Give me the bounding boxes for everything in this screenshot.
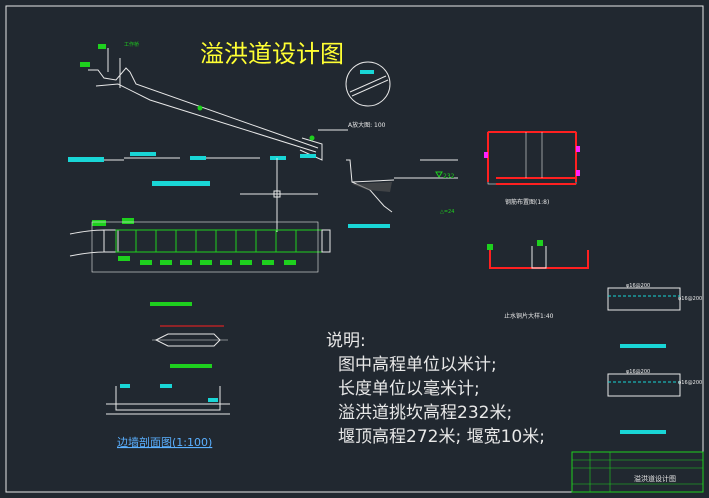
- spillway-plan-view: [69, 218, 331, 273]
- edge-wall-section: [106, 384, 230, 415]
- note-line-3: 溢洪道挑坎高程232米;: [338, 403, 512, 423]
- rebar-magenta-marks: [484, 146, 580, 176]
- outlet-section: 232 △=24: [346, 159, 458, 228]
- rebar-red-lines: [487, 131, 577, 185]
- profile-elevation-row: [68, 152, 316, 186]
- edge-wall-tag-1: [120, 384, 130, 388]
- plan-green-blocks: [92, 218, 296, 265]
- slab-lower-caption: [620, 430, 666, 434]
- edge-wall-tag-2: [160, 384, 172, 388]
- edge-wall-tag-3: [208, 398, 218, 402]
- elev-232-label: 232: [443, 173, 455, 180]
- joint-detail: [150, 302, 228, 368]
- pier-left-mark: [487, 244, 493, 250]
- detail-circle-outline: [345, 61, 391, 107]
- slab-dim-4: φ16@200: [678, 380, 702, 386]
- crest-mark-label: 工作桥: [124, 41, 139, 48]
- slab-dim-3: φ16@200: [626, 369, 650, 375]
- slab-dim-2: φ16@200: [678, 296, 702, 302]
- detail-circle-tag: [360, 70, 374, 74]
- slab-lower-frame: [607, 373, 681, 397]
- detail-a-label: A放大图: 100: [348, 121, 386, 129]
- pier-stem: [531, 246, 547, 269]
- note-line-1: 图中高程单位以米计;: [338, 355, 497, 375]
- outlet-fill: [352, 182, 392, 192]
- title-block-frame: [571, 451, 704, 493]
- title-block-name: 溢洪道设计图: [634, 474, 676, 483]
- profile-green-marks: [80, 44, 315, 141]
- crest-bridge-mark: [98, 44, 106, 49]
- elev-tag-4: [270, 156, 286, 160]
- edge-wall-outline: [115, 386, 221, 411]
- slab-dim-1: φ16@200: [626, 283, 650, 289]
- plan-chute-outline: [115, 229, 323, 253]
- detail-circle-line-1: [349, 75, 387, 93]
- plan-end-sill: [321, 229, 331, 253]
- sheet-border: [5, 5, 704, 493]
- profile-caption-bar: [152, 181, 210, 186]
- joint-caption-bar: [150, 302, 192, 306]
- profile-point-b: [309, 135, 315, 141]
- rebar-frame: [487, 131, 577, 185]
- note-line-2: 长度单位以毫米计;: [338, 379, 480, 399]
- pier-detail: 止水铜片大样1:40: [487, 240, 589, 320]
- profile-bottom-line: [95, 83, 317, 153]
- plan-inlet-curve: [69, 229, 105, 257]
- plan-chute-joints: [135, 230, 297, 252]
- elev-24-label: △=24: [440, 209, 454, 215]
- pier-detail-label: 止水铜片大样1:40: [504, 312, 554, 320]
- elev-tag-3: [190, 156, 206, 160]
- title-block: 溢洪道设计图: [571, 451, 704, 493]
- design-notes: 说明: 图中高程单位以米计; 长度单位以毫米计; 溢洪道挑坎高程232米; 堰顶…: [326, 331, 545, 447]
- pier-red-outline: [489, 250, 589, 269]
- slab-detail-upper: φ16@200 φ16@200: [607, 283, 702, 348]
- pier-top-mark: [537, 240, 543, 246]
- elev-tag-2: [130, 152, 156, 156]
- joint-scale-bar: [170, 364, 212, 368]
- elev-triangle: [435, 171, 443, 178]
- profile-top-line: [88, 67, 319, 149]
- outlet-section-outline: [346, 159, 395, 183]
- rebar-detail: 钢筋布置图(1:8): [484, 131, 580, 206]
- outlet-caption-bar: [348, 224, 390, 228]
- slab-detail-lower: φ16@200 φ16@200: [607, 369, 702, 434]
- elev-tag-5: [300, 154, 316, 158]
- elev-tag-1: [68, 157, 104, 162]
- slab-upper-frame: [607, 287, 681, 311]
- plan-dimension-box: [91, 221, 319, 273]
- profile-point-a: [197, 105, 203, 111]
- notes-heading: 说明:: [326, 331, 366, 351]
- upstream-mark: [80, 62, 90, 67]
- crosshair-cursor: [240, 158, 318, 232]
- rebar-detail-label: 钢筋布置图(1:8): [505, 198, 549, 206]
- edge-wall-label: 边墙剖面图(1:100): [117, 435, 212, 449]
- detail-circle: [345, 61, 391, 107]
- detail-circle-line-2: [351, 79, 389, 97]
- plan-inlet-box: [103, 229, 119, 253]
- note-line-4: 堰顶高程272米; 堰宽10米;: [338, 427, 545, 447]
- slab-upper-caption: [620, 344, 666, 348]
- drawing-title: 溢洪道设计图: [200, 40, 344, 68]
